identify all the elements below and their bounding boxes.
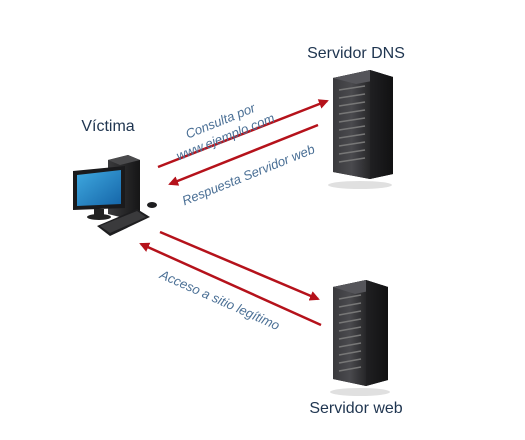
victim-label: Víctima: [81, 118, 134, 135]
arrow-response: [168, 123, 319, 186]
arrow-query: [157, 99, 329, 169]
dns-server-label: Servidor DNS: [307, 45, 405, 62]
web-server-icon: [330, 280, 390, 396]
web-server-label: Servidor web: [309, 400, 402, 417]
dns-server-icon: [328, 70, 393, 189]
arrow-access-to-server: [159, 230, 320, 301]
arrow-access-to-victim: [139, 242, 322, 327]
desktop-computer-icon: [73, 155, 157, 236]
